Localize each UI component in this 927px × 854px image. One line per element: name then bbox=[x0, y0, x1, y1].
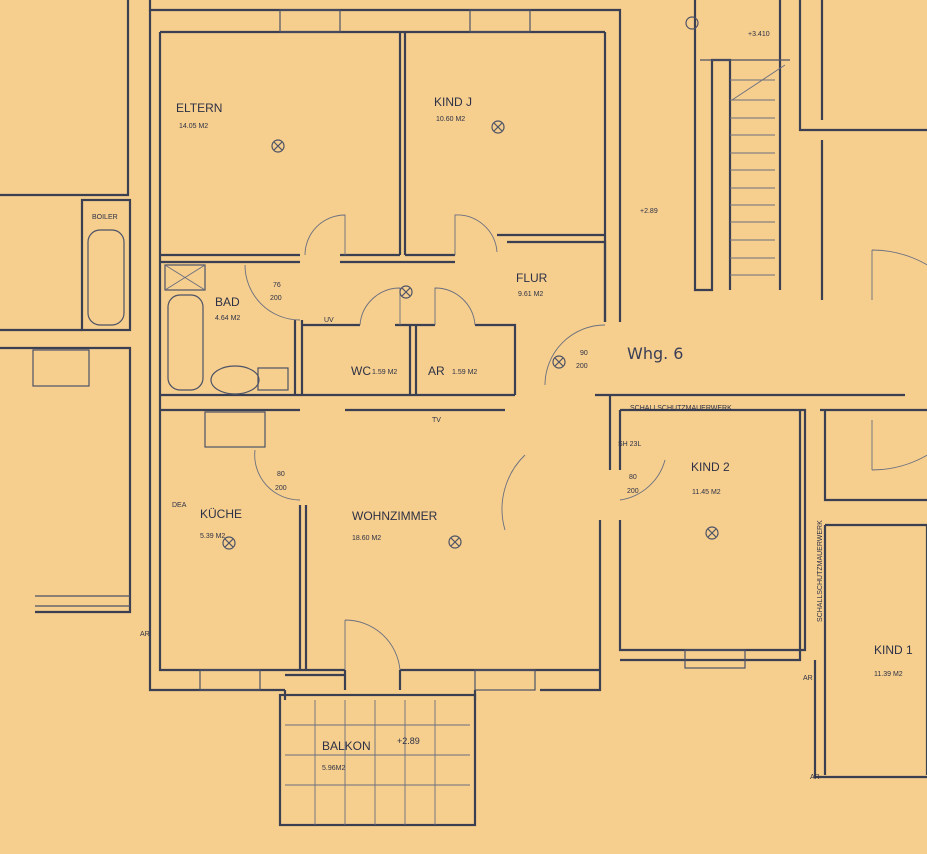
room-kueche-area: 5.39 M2 bbox=[200, 533, 225, 540]
balkon-level-label: +2.89 bbox=[397, 736, 420, 746]
room-kind-2-name: KIND 2 bbox=[691, 460, 730, 474]
room-flur-name: FLUR bbox=[516, 271, 548, 285]
bathroom-fixtures bbox=[164, 264, 289, 448]
balcony bbox=[278, 693, 477, 827]
room-wc-area: 1.59 M2 bbox=[372, 369, 397, 376]
room-bad-area: 4.64 M2 bbox=[215, 315, 240, 322]
stair-level-label: +3.410 bbox=[748, 31, 770, 38]
tv-label: TV bbox=[432, 417, 441, 424]
room-kind-1-area: 11.39 M2 bbox=[874, 671, 903, 678]
staircase: +3.410 bbox=[685, 0, 927, 300]
door-dimensions: 76 200 90 200 80 200 80 200 bbox=[270, 282, 639, 495]
door-width: 90 bbox=[580, 350, 588, 357]
room-balkon-area: 5.96M2 bbox=[322, 765, 345, 772]
ar-mark: AR bbox=[810, 774, 820, 781]
room-eltern-name: ELTERN bbox=[176, 101, 222, 115]
door-width: 76 bbox=[273, 282, 281, 289]
room-bad-name: BAD bbox=[215, 295, 240, 309]
flur-level-label: +2.89 bbox=[640, 208, 658, 215]
room-kind-j-name: KIND J bbox=[434, 95, 472, 109]
room-ar-area: 1.59 M2 bbox=[452, 369, 477, 376]
door-height: 200 bbox=[576, 363, 588, 370]
door-width: 80 bbox=[629, 474, 637, 481]
light-icon bbox=[271, 139, 285, 153]
room-wohnzimmer-area: 18.60 M2 bbox=[352, 535, 381, 542]
apartment-walls bbox=[148, 0, 927, 779]
neighbor-units-left bbox=[0, 0, 132, 614]
light-icon bbox=[705, 526, 719, 540]
room-wohnzimmer-name: WOHNZIMMER bbox=[352, 509, 438, 523]
room-wc-name: WC bbox=[351, 364, 371, 378]
door-swings bbox=[244, 214, 927, 671]
electric-heater-label: DEA bbox=[172, 502, 187, 509]
annotations: Whg. 6 BOILER UV TV SCHALLSCHUTZMAUERWER… bbox=[92, 208, 824, 781]
ar-mark: AR bbox=[140, 631, 150, 638]
room-eltern-area: 14.05 M2 bbox=[179, 123, 208, 130]
room-labels: ELTERN 14.05 M2 KIND J 10.60 M2 FLUR 9.6… bbox=[176, 95, 913, 772]
door-height: 200 bbox=[627, 488, 639, 495]
room-kind-j-area: 10.60 M2 bbox=[436, 116, 465, 123]
ceiling-lights bbox=[222, 120, 719, 550]
soundproof-wall-label-vertical: SCHALLSCHUTZMAUERWERK bbox=[817, 520, 824, 622]
room-balkon-name: BALKON bbox=[322, 739, 371, 753]
room-flur-area: 9.61 M2 bbox=[518, 291, 543, 298]
door-width: 80 bbox=[277, 471, 285, 478]
door-height: 200 bbox=[275, 485, 287, 492]
uv-label: UV bbox=[324, 317, 334, 324]
room-ar-name: AR bbox=[428, 364, 445, 378]
soundproof-wall-label-horizontal: SCHALLSCHUTZMAUERWERK bbox=[630, 405, 732, 412]
apartment-number: Whg. 6 bbox=[627, 344, 683, 363]
ar-mark: AR bbox=[803, 675, 813, 682]
light-icon bbox=[448, 535, 462, 549]
light-icon bbox=[552, 355, 566, 369]
boiler-label: BOILER bbox=[92, 214, 118, 221]
light-icon bbox=[491, 120, 505, 134]
light-icon bbox=[222, 536, 236, 550]
door-height: 200 bbox=[270, 295, 282, 302]
room-kind-2-area: 11.45 M2 bbox=[692, 489, 721, 496]
room-kueche-name: KÜCHE bbox=[200, 507, 242, 521]
sh-label: SH 23L bbox=[618, 441, 641, 448]
room-kind-1-name: KIND 1 bbox=[874, 643, 913, 657]
light-icon bbox=[399, 285, 413, 299]
